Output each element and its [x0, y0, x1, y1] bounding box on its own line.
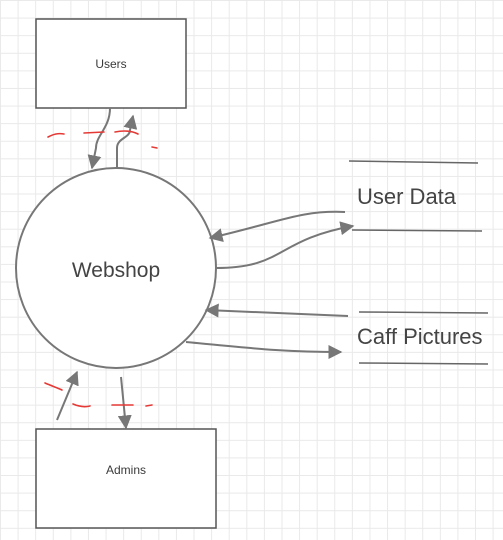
caff-pictures-store-top-line [358, 311, 489, 314]
caff-pictures-label: Caff Pictures [357, 324, 483, 349]
admins-label: Admins [106, 463, 146, 477]
flow-webshop-to-users[interactable] [116, 114, 138, 168]
flow-users-to-webshop[interactable] [87, 107, 111, 170]
user-data-store-bottom-line [351, 229, 483, 232]
flow-userdata-to-webshop[interactable] [208, 210, 346, 243]
users-entity[interactable]: Users [35, 18, 187, 109]
flow-webshop-to-userdata[interactable] [215, 221, 355, 269]
user-data-store[interactable]: User Data [348, 160, 483, 232]
caff-pictures-store-bottom-line [358, 362, 489, 365]
admins-entity[interactable]: Admins [35, 428, 217, 529]
users-label: Users [95, 57, 126, 71]
flow-caffpictures-to-webshop[interactable] [204, 303, 349, 318]
webshop-process[interactable]: Webshop [15, 167, 217, 369]
flow-webshop-to-admins[interactable] [117, 376, 132, 430]
red-annotation-marks [44, 130, 158, 408]
user-data-store-top-line [348, 160, 479, 164]
caff-pictures-store[interactable]: Caff Pictures [357, 311, 489, 365]
webshop-label: Webshop [72, 259, 160, 282]
flow-webshop-to-caffpictures[interactable] [185, 341, 343, 359]
flow-admins-to-webshop[interactable] [56, 370, 79, 421]
user-data-label: User Data [357, 184, 457, 209]
